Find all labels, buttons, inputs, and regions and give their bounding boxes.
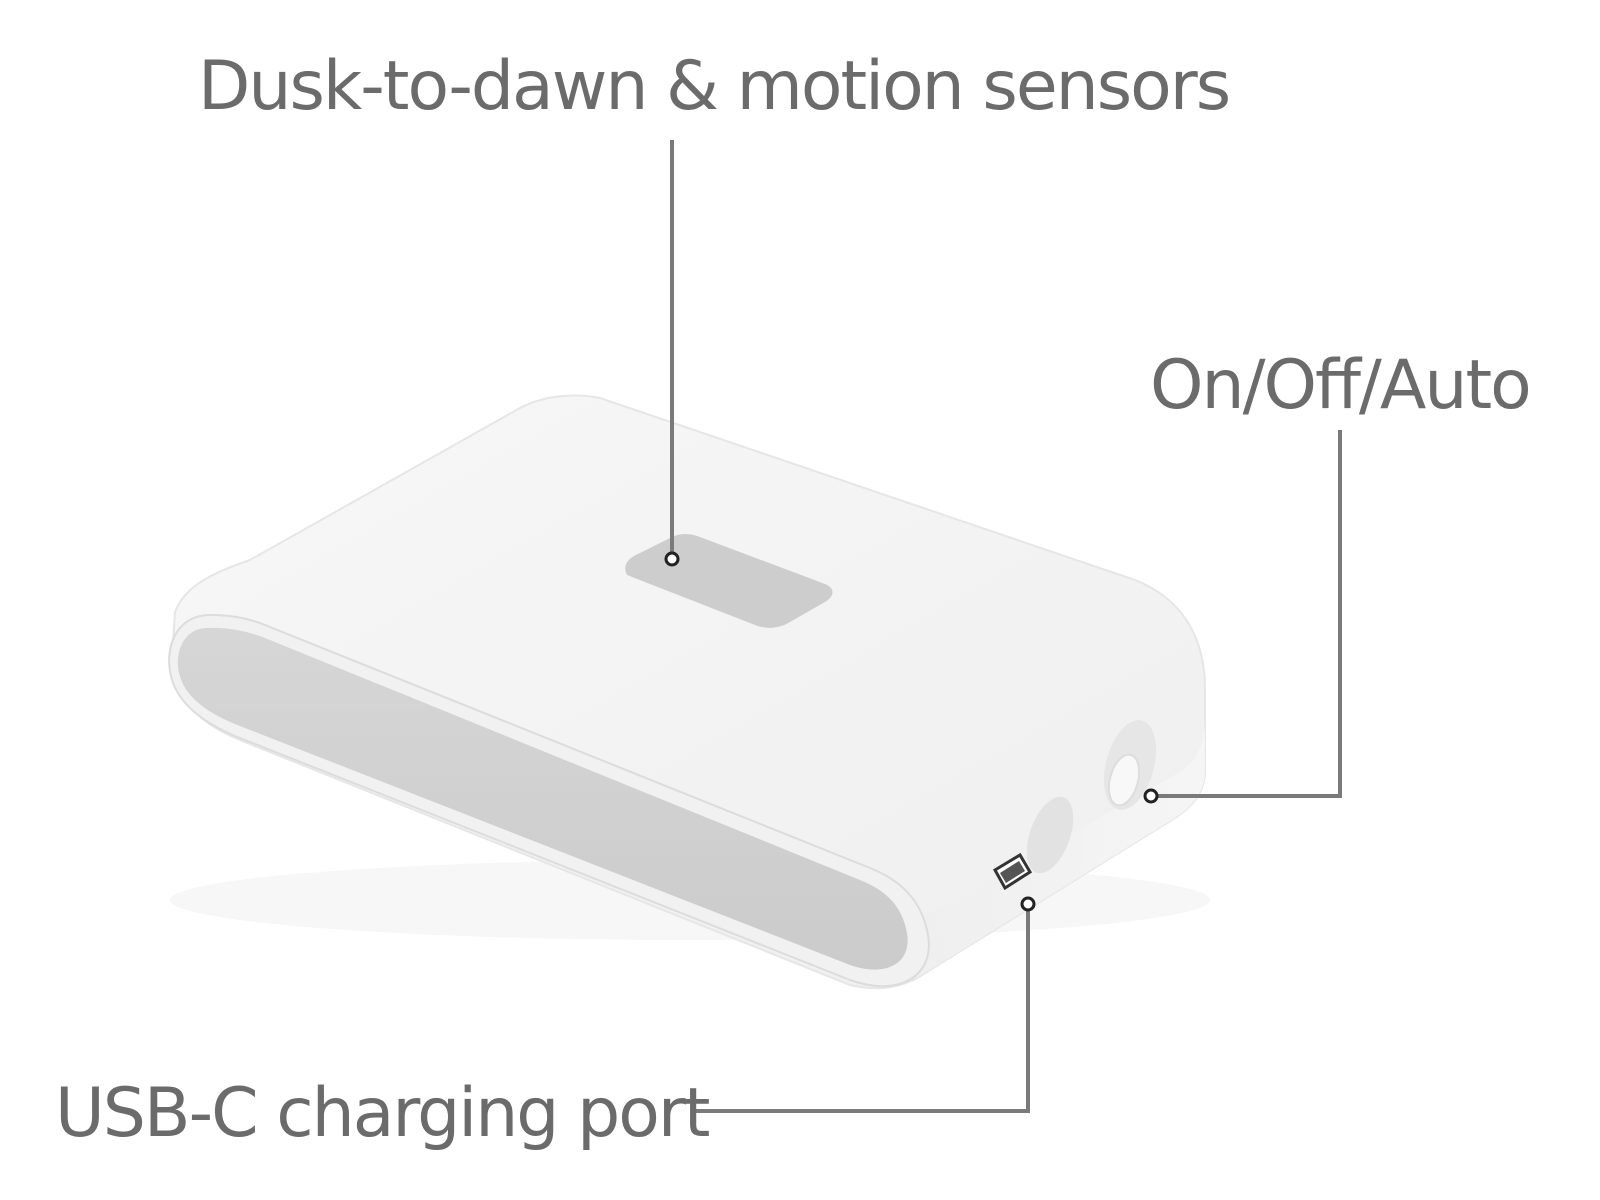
usb-dot-icon [1020,896,1036,912]
callout-usb-label: USB-C charging port [55,1074,710,1153]
callout-sensors-label: Dusk-to-dawn & motion sensors [198,47,1231,126]
leader-line-switch [1156,430,1342,798]
device-body [170,394,1206,990]
device-front-panel [177,627,908,970]
device-illustration [168,394,1210,990]
mode-switch [1103,720,1157,810]
callout-switch-label: On/Off/Auto [1150,346,1532,425]
leader-lines [670,140,1342,1113]
usb-c-port [992,796,1074,891]
sensor-dot-icon [664,551,680,567]
switch-dot-icon [1143,788,1159,804]
leader-line-usb [693,904,1030,1113]
leader-dots [664,551,1159,912]
